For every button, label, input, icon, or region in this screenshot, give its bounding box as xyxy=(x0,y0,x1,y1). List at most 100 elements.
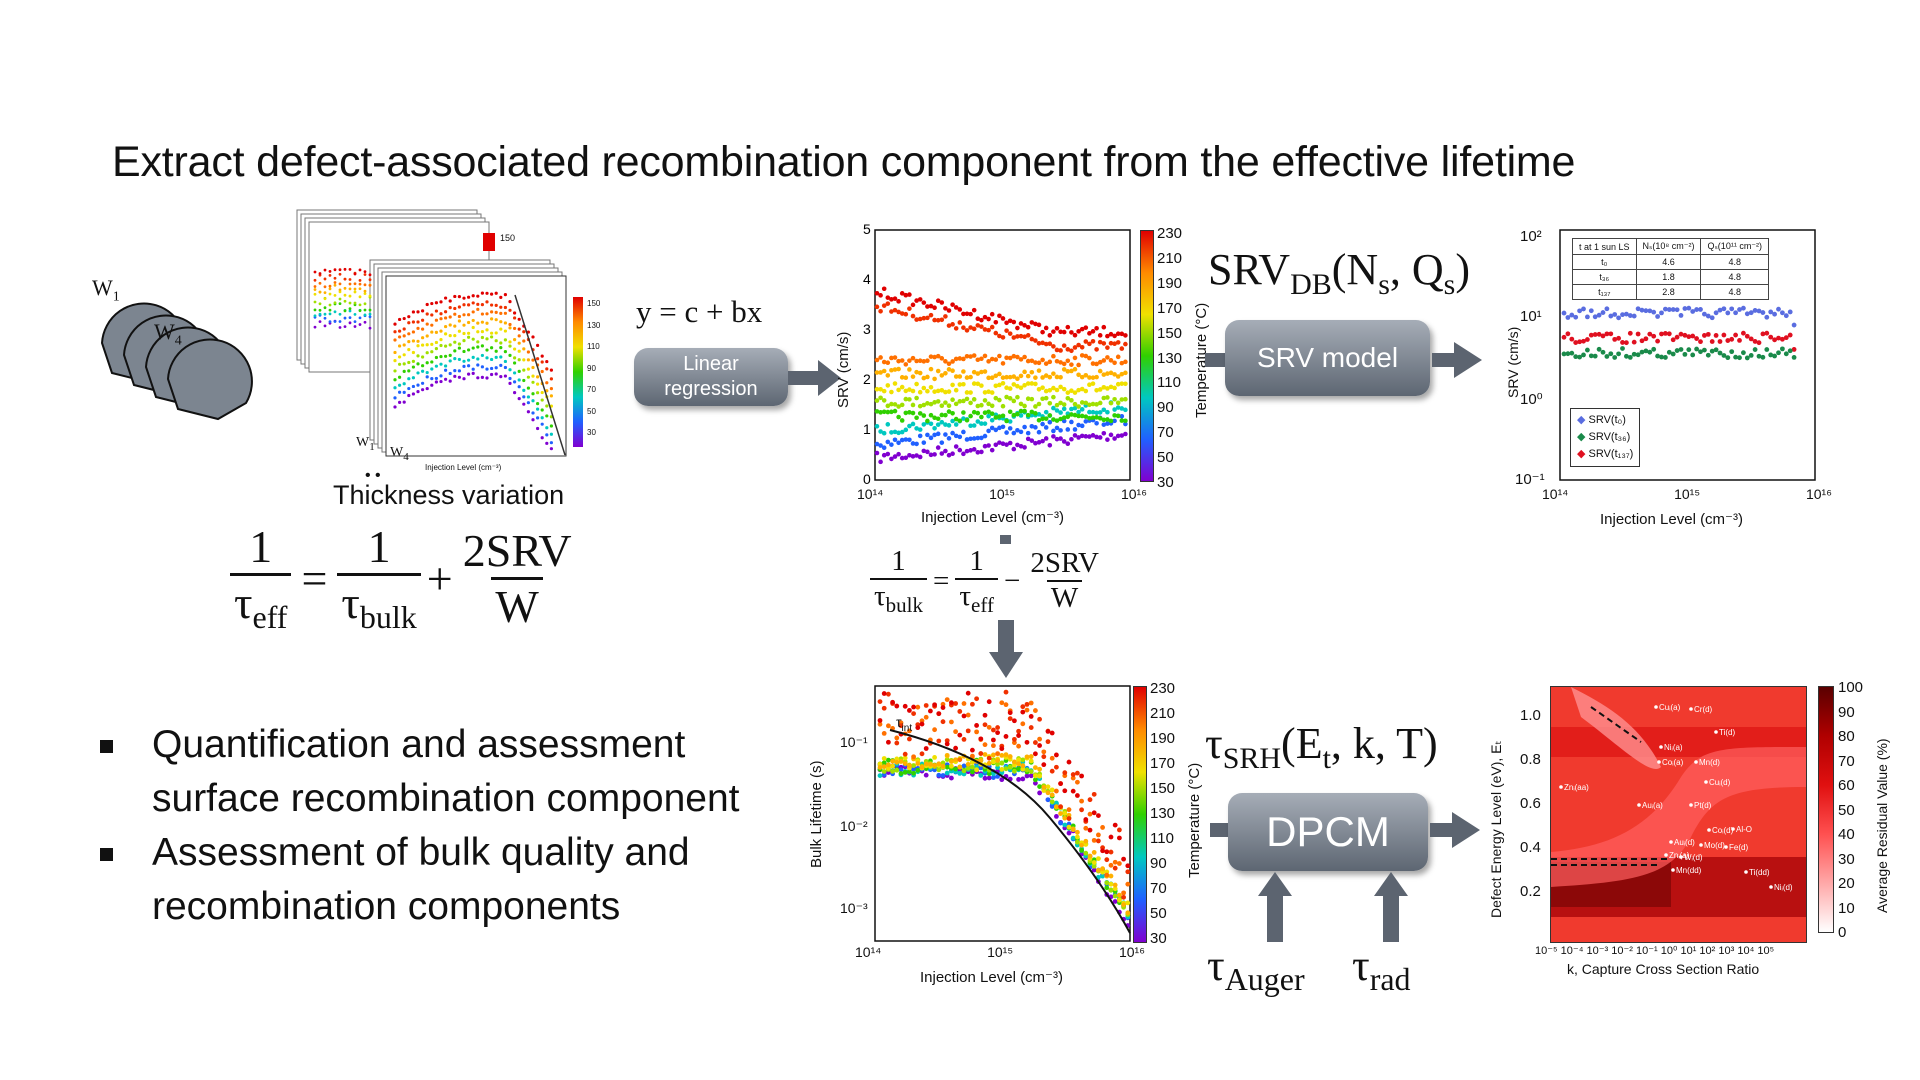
data-point xyxy=(448,306,452,310)
data-point xyxy=(494,366,498,370)
data-point xyxy=(402,400,406,404)
data-point xyxy=(874,424,880,429)
data-point xyxy=(953,401,959,407)
data-point xyxy=(975,381,981,387)
data-point xyxy=(1123,396,1128,402)
srv-colorbar-tick: 110 xyxy=(1157,374,1181,392)
data-point xyxy=(531,365,535,370)
data-point xyxy=(457,342,461,346)
data-point xyxy=(1123,418,1128,424)
data-point xyxy=(885,360,891,366)
data-point xyxy=(545,414,549,418)
data-point xyxy=(338,297,342,301)
data-point xyxy=(932,702,937,708)
data-point xyxy=(896,366,901,372)
defect-label: Wᵢ(d) xyxy=(1684,853,1703,862)
data-point xyxy=(1054,325,1060,331)
data-point xyxy=(932,317,937,323)
data-point xyxy=(1090,409,1096,415)
data-point xyxy=(1061,439,1067,444)
data-point xyxy=(1072,390,1078,395)
data-point xyxy=(946,367,952,372)
data-point xyxy=(932,389,937,394)
data-point xyxy=(1117,827,1122,833)
data-point xyxy=(1033,411,1038,416)
data-point xyxy=(1028,773,1034,779)
data-point xyxy=(1072,405,1078,411)
data-point xyxy=(989,390,995,395)
data-point xyxy=(1069,330,1074,335)
data-point xyxy=(457,294,461,299)
data-point xyxy=(1604,331,1610,337)
data-point xyxy=(961,701,967,706)
data-point xyxy=(935,399,941,404)
data-point xyxy=(1018,443,1024,449)
data-point xyxy=(943,359,948,364)
data-point xyxy=(1029,320,1035,325)
data-point xyxy=(1022,408,1027,414)
data-point xyxy=(1101,417,1107,423)
data-point xyxy=(1717,339,1723,344)
data-point xyxy=(978,773,984,778)
data-point xyxy=(971,423,977,428)
data-point xyxy=(1043,409,1049,415)
data-point xyxy=(499,320,503,324)
legend-label: SRV(t₁₃₇) xyxy=(1588,448,1634,460)
data-point xyxy=(1072,355,1078,361)
data-point xyxy=(503,321,507,325)
data-point xyxy=(1104,880,1110,886)
data-point xyxy=(448,353,452,357)
data-point xyxy=(1713,333,1719,338)
data-point xyxy=(1733,310,1738,316)
data-point xyxy=(1051,417,1056,422)
data-point xyxy=(902,755,908,761)
data-point xyxy=(1049,730,1055,736)
arrow-down-to-bulk xyxy=(989,620,1023,678)
data-point xyxy=(402,369,406,373)
data-point xyxy=(971,381,977,386)
data-point xyxy=(1007,754,1013,759)
defect-label: Niᵢ(d) xyxy=(1774,883,1793,892)
data-point xyxy=(1033,708,1038,713)
data-point xyxy=(1741,305,1746,311)
data-point xyxy=(885,409,891,415)
data-point xyxy=(421,355,425,359)
data-point xyxy=(995,751,1000,757)
data-point xyxy=(1054,764,1059,770)
srv-ytick: 4 xyxy=(863,271,871,287)
srvm-xtick: 10¹⁴ xyxy=(1542,486,1569,502)
defect-marker xyxy=(1704,780,1708,784)
data-point xyxy=(1123,431,1128,437)
data-point xyxy=(881,359,887,365)
data-point xyxy=(946,308,952,313)
data-point xyxy=(1061,418,1067,424)
data-point xyxy=(1007,426,1013,431)
data-point xyxy=(1744,333,1750,339)
data-point xyxy=(1600,333,1606,339)
data-point xyxy=(453,340,457,344)
data-point xyxy=(935,317,941,323)
data-point xyxy=(1079,326,1085,332)
data-point xyxy=(540,360,544,364)
data-point xyxy=(416,354,420,358)
data-point xyxy=(1783,351,1789,357)
dpcm-ytick: 0.2 xyxy=(1520,883,1541,900)
dpcm-ytick: 0.4 xyxy=(1520,839,1541,856)
data-point xyxy=(508,381,512,385)
data-point xyxy=(885,439,891,445)
data-point xyxy=(997,333,1002,339)
bulk-colorbar-tick: 70 xyxy=(1150,880,1167,897)
data-point xyxy=(343,316,347,320)
data-point xyxy=(1616,335,1621,341)
data-point xyxy=(1682,306,1688,311)
data-point xyxy=(1011,374,1017,379)
data-point xyxy=(898,759,904,764)
data-point xyxy=(522,330,526,334)
data-point xyxy=(513,326,517,331)
dpcm-colorbar-tick: 100 xyxy=(1838,679,1864,696)
data-point xyxy=(991,727,996,733)
data-point xyxy=(910,454,916,459)
data-point xyxy=(1108,370,1114,376)
